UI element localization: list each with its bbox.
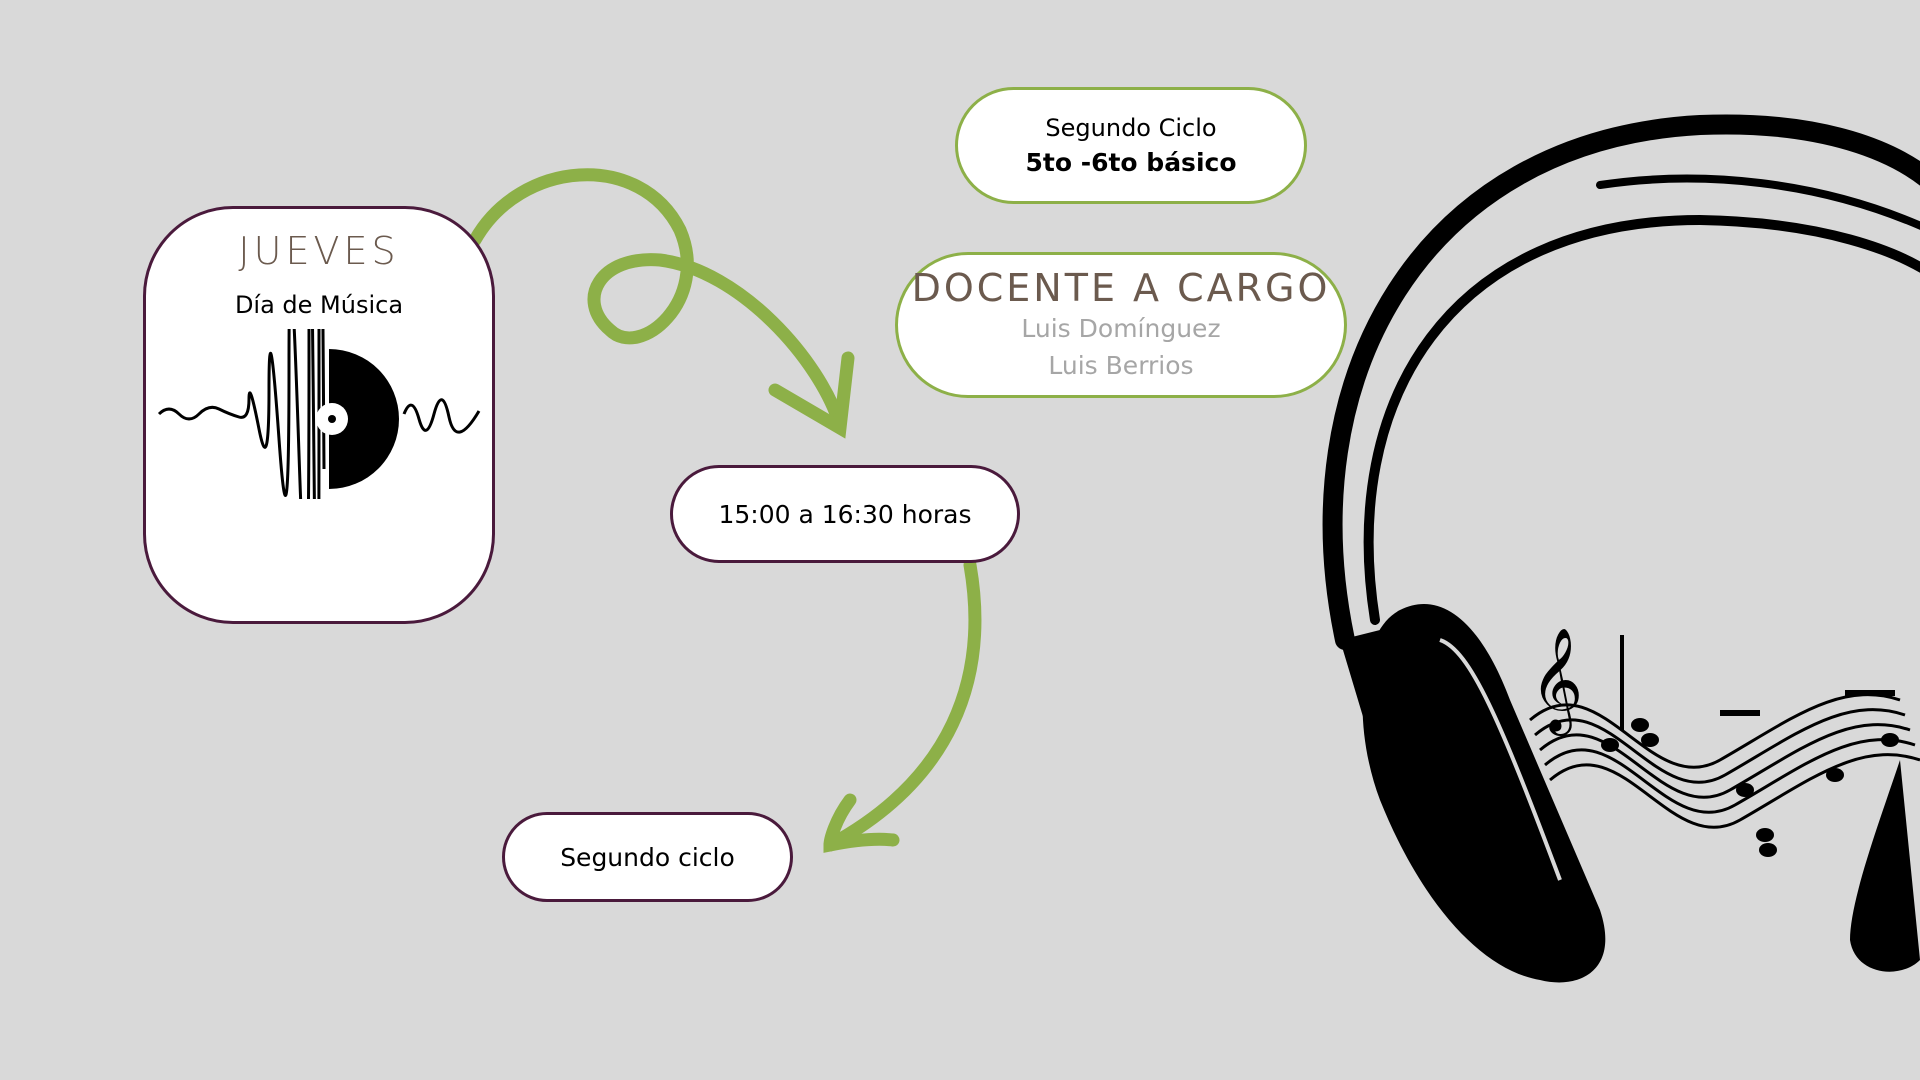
day-card: JUEVES Día de Música bbox=[143, 206, 495, 624]
time-label: 15:00 a 16:30 horas bbox=[718, 499, 972, 529]
teacher-title: DOCENTE A CARGO bbox=[911, 266, 1331, 310]
arrow-curl-head bbox=[768, 351, 855, 439]
teacher-name: Luis Berrios bbox=[1048, 351, 1194, 380]
time-card: 15:00 a 16:30 horas bbox=[670, 465, 1020, 563]
cycle-card: Segundo Ciclo 5to -6to básico bbox=[955, 87, 1307, 204]
arrow-curl bbox=[468, 168, 847, 432]
group-label: Segundo ciclo bbox=[560, 842, 735, 872]
arrow-down-head bbox=[823, 793, 900, 853]
cycle-name: Segundo Ciclo bbox=[1045, 114, 1217, 142]
group-card: Segundo ciclo bbox=[502, 812, 793, 902]
cycle-grades: 5to -6to básico bbox=[1025, 148, 1237, 177]
arrow-down bbox=[823, 558, 982, 852]
vinyl-soundwave-icon bbox=[157, 329, 481, 499]
teacher-card: DOCENTE A CARGO Luis Domínguez Luis Berr… bbox=[895, 252, 1347, 398]
day-subtitle: Día de Música bbox=[234, 291, 404, 319]
teacher-name: Luis Domínguez bbox=[1021, 314, 1221, 343]
svg-text:𝄞: 𝄞 bbox=[1530, 627, 1583, 736]
day-title: JUEVES bbox=[238, 229, 400, 273]
